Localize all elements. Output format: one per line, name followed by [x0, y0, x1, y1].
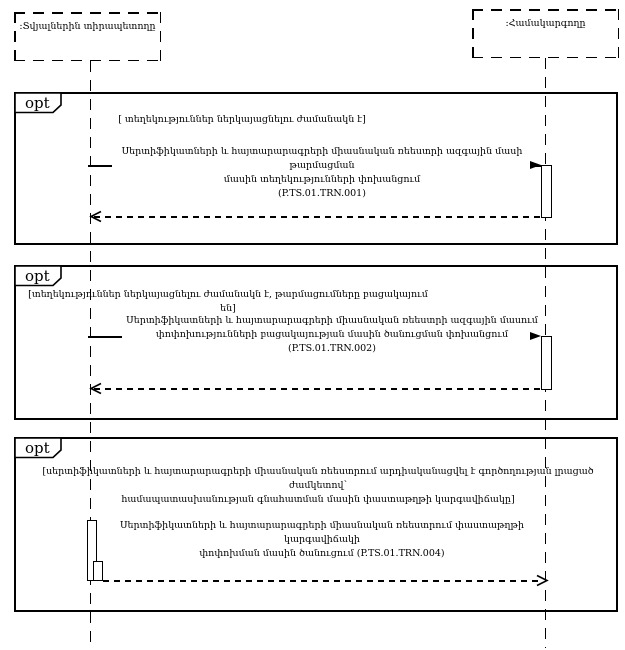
message-label: Սերտիֆիկատների և հայտարարագրերի միասնակա… [107, 519, 537, 561]
guard-condition: [ տեղեկություններ ներկայացնելու ժամանակն… [42, 113, 442, 127]
guard-line: համապատասխանության գնահատման մասին փաստա… [121, 494, 515, 505]
actor-label: :Համակարգողը [505, 18, 586, 29]
filled-arrowhead-icon [530, 161, 541, 169]
message-line: Սերտիֆիկատների և հայտարարագրերի միասնակա… [121, 146, 523, 171]
actor-data-owner: :Տվյալներին տիրապետողը [14, 12, 161, 61]
opt-fragment-3: opt [սերտիֆիկատների և հայտարարագրերի միա… [14, 437, 618, 612]
return-arrow-dashed [94, 216, 541, 218]
dashed-border-edge [14, 12, 16, 61]
open-arrowhead-icon [89, 210, 102, 223]
activation-bar [541, 165, 552, 218]
message-label: Սերտիֆիկատների և հայտարարագրերի միասնակա… [122, 314, 542, 356]
message-line: (P.TS.01.TRN.001) [278, 188, 366, 199]
lifeline-data-owner [89, 61, 91, 648]
dashed-border-edge [617, 9, 619, 58]
message-label: Սերտիֆիկատների և հայտարարագրերի միասնակա… [112, 145, 532, 201]
dashed-border-edge [159, 12, 161, 61]
opt-operator-label: opt [25, 439, 50, 457]
actor-coordinator: :Համակարգողը [472, 9, 619, 58]
dashed-border-edge [472, 9, 619, 11]
opt-operator-tab [14, 437, 62, 459]
filled-arrowhead-icon [530, 332, 541, 340]
open-arrowhead-icon [536, 574, 549, 587]
message-line: փոփոխման մասին ծանուցում (P.TS.01.TRN.00… [199, 548, 445, 559]
activation-bar-nested [93, 561, 103, 581]
message-line: փոփոխությունների բացակայության մասին ծան… [155, 329, 509, 354]
opt-operator-tab [14, 92, 62, 114]
actor-label: :Տվյալներին տիրապետողը [19, 21, 156, 32]
guard-condition: [սերտիֆիկատների և հայտարարագրերի միասնակ… [32, 465, 604, 507]
dashed-border-edge [472, 56, 619, 58]
opt-fragment-1: opt [ տեղեկություններ ներկայացնելու ժամա… [14, 92, 618, 245]
dashed-border-edge [14, 59, 161, 61]
activation-bar [87, 520, 97, 581]
guard-condition: [տեղեկություններ ներկայացնելու ժամանակն … [28, 288, 428, 316]
dashed-border-edge [14, 12, 161, 14]
return-arrow-dashed [94, 388, 541, 390]
guard-line: [ տեղեկություններ ներկայացնելու ժամանակն… [118, 114, 366, 125]
guard-line: [սերտիֆիկատների և հայտարարագրերի միասնակ… [42, 466, 594, 491]
opt-fragment-2: opt [տեղեկություններ ներկայացնելու ժաման… [14, 265, 618, 420]
opt-operator-label: opt [25, 94, 50, 112]
opt-operator-label: opt [25, 267, 50, 285]
activation-bar [541, 336, 552, 390]
dashed-border-edge [472, 9, 474, 58]
message-line: Սերտիֆիկատների և հայտարարագրերի միասնակա… [126, 315, 538, 326]
message-line: մասին տեղեկությունների փոխանցում [223, 174, 421, 185]
message-arrow-dashed [103, 580, 542, 582]
opt-operator-tab [14, 265, 62, 287]
guard-line: [տեղեկություններ ներկայացնելու ժամանակն … [28, 289, 428, 314]
open-arrowhead-icon [89, 382, 102, 395]
message-line: Սերտիֆիկատների և հայտարարագրերի միասնակա… [119, 520, 525, 545]
